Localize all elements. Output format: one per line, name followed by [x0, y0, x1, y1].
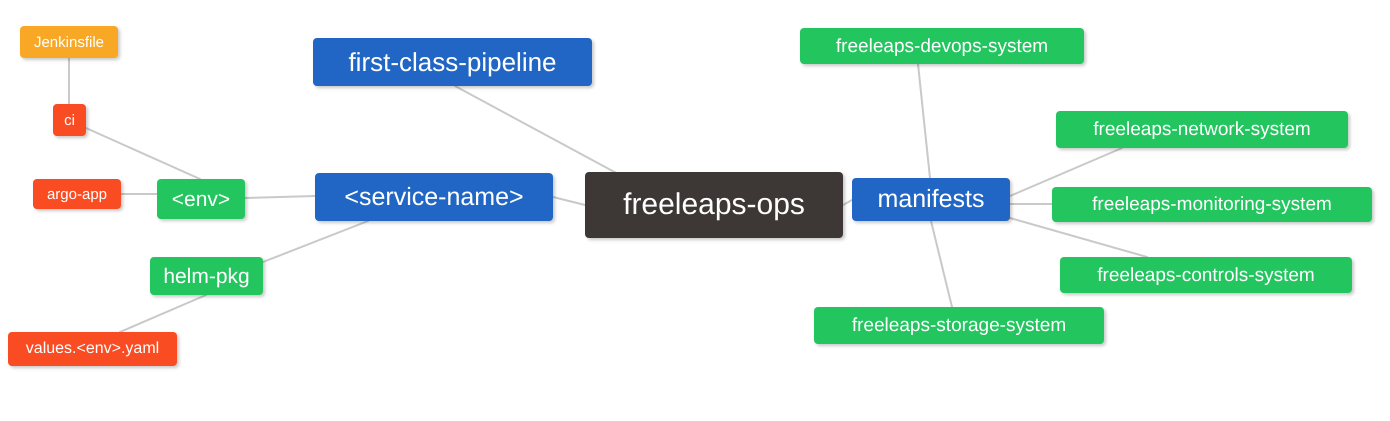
node-label: freeleaps-network-system [1093, 119, 1311, 140]
node-label: first-class-pipeline [348, 47, 557, 77]
node-label: freeleaps-controls-system [1097, 264, 1315, 286]
node-label: freeleaps-storage-system [851, 315, 1067, 336]
node-values-env-yaml[interactable]: values.<env>.yaml [8, 332, 177, 366]
edge-freeleaps-ops-to-manifests [842, 199, 853, 206]
node-freeleaps-storage-system[interactable]: freeleaps-storage-system [814, 307, 1104, 344]
edge-manifests-to-freeleaps-storage-system [930, 220, 953, 308]
node-label: manifests [877, 185, 985, 213]
node-ci[interactable]: ci [53, 104, 86, 136]
edge-env-to-ci [85, 127, 201, 180]
edge-freeleaps-ops-to-first-class-pipeline [454, 85, 621, 176]
node-argo-app[interactable]: argo-app [33, 179, 121, 209]
node-jenkinsfile[interactable]: Jenkinsfile [20, 26, 118, 58]
edge-manifests-to-freeleaps-devops-system [917, 63, 931, 179]
node-first-class-pipeline[interactable]: first-class-pipeline [313, 38, 592, 86]
node-label: ci [64, 111, 75, 129]
edge-helm-pkg-to-values-env-yaml [119, 294, 207, 333]
node-label: <service-name> [344, 182, 524, 211]
node-helm-pkg[interactable]: helm-pkg [150, 257, 263, 295]
edge-manifests-to-freeleaps-controls-system [1009, 217, 1148, 258]
node-label: argo-app [46, 185, 108, 203]
node-freeleaps-controls-system[interactable]: freeleaps-controls-system [1060, 257, 1352, 293]
node-label: <env> [171, 187, 231, 211]
node-label: freeleaps-devops-system [835, 35, 1049, 57]
edge-service-name-to-helm-pkg [262, 220, 369, 263]
node-freeleaps-ops[interactable]: freeleaps-ops [585, 172, 843, 238]
node-freeleaps-devops-system[interactable]: freeleaps-devops-system [800, 28, 1084, 64]
node-service-name[interactable]: <service-name> [315, 173, 553, 221]
node-manifests[interactable]: manifests [852, 178, 1010, 221]
node-freeleaps-network-system[interactable]: freeleaps-network-system [1056, 111, 1348, 148]
node-label: values.<env>.yaml [25, 340, 160, 357]
node-label: helm-pkg [163, 264, 250, 288]
node-label: freeleaps-ops [623, 188, 805, 221]
node-label: freeleaps-monitoring-system [1092, 194, 1332, 215]
edge-service-name-to-env [244, 195, 316, 199]
node-env[interactable]: <env> [157, 179, 245, 219]
edge-freeleaps-ops-to-service-name [552, 196, 586, 206]
node-freeleaps-monitoring-system[interactable]: freeleaps-monitoring-system [1052, 187, 1372, 222]
node-label: Jenkinsfile [33, 33, 105, 51]
